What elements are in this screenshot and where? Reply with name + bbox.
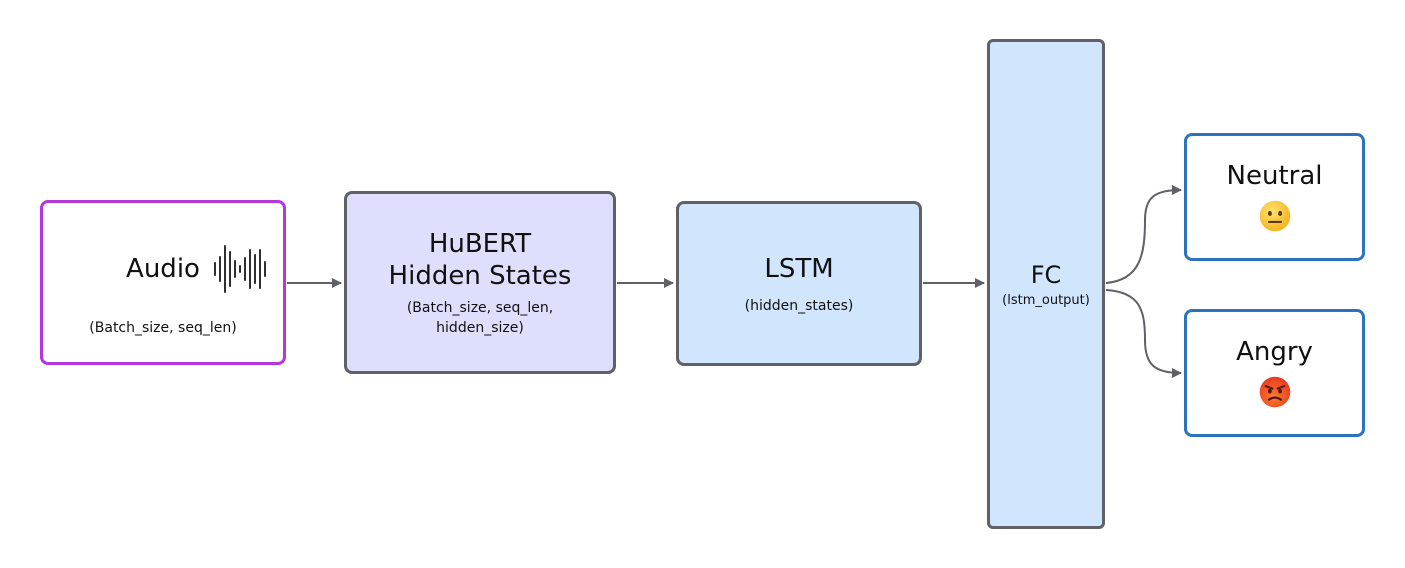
lstm-node: LSTM (hidden_states)	[676, 201, 922, 366]
lstm-title: LSTM	[764, 253, 834, 284]
audio-title-row: Audio	[126, 240, 270, 298]
lstm-shape: (hidden_states)	[744, 297, 854, 314]
edge-fc-to-neutral	[1105, 185, 1182, 284]
hubert-title: HuBERT Hidden States	[388, 228, 572, 291]
audio-shape: (Batch_size, seq_len)	[89, 319, 237, 336]
neutral-title: Neutral	[1226, 161, 1323, 191]
waveform-icon	[213, 244, 266, 293]
audio-title: Audio	[126, 253, 200, 284]
fc-title: FC	[1030, 260, 1062, 289]
neutral-face-icon	[1259, 200, 1290, 232]
angry-title: Angry	[1236, 337, 1313, 367]
angry-face-icon	[1259, 376, 1290, 408]
angry-output-node: Angry	[1184, 309, 1365, 437]
neutral-output-node: Neutral	[1184, 133, 1365, 261]
hubert-node: HuBERT Hidden States (Batch_size, seq_le…	[344, 191, 616, 374]
fc-shape: (lstm_output)	[1002, 292, 1090, 308]
fc-node: FC (lstm_output)	[987, 39, 1105, 529]
edge-fc-to-angry	[1105, 289, 1182, 378]
hubert-shape: (Batch_size, seq_len, hidden_size)	[406, 299, 554, 336]
audio-node: Audio (Batch_size, seq_len)	[40, 200, 286, 365]
